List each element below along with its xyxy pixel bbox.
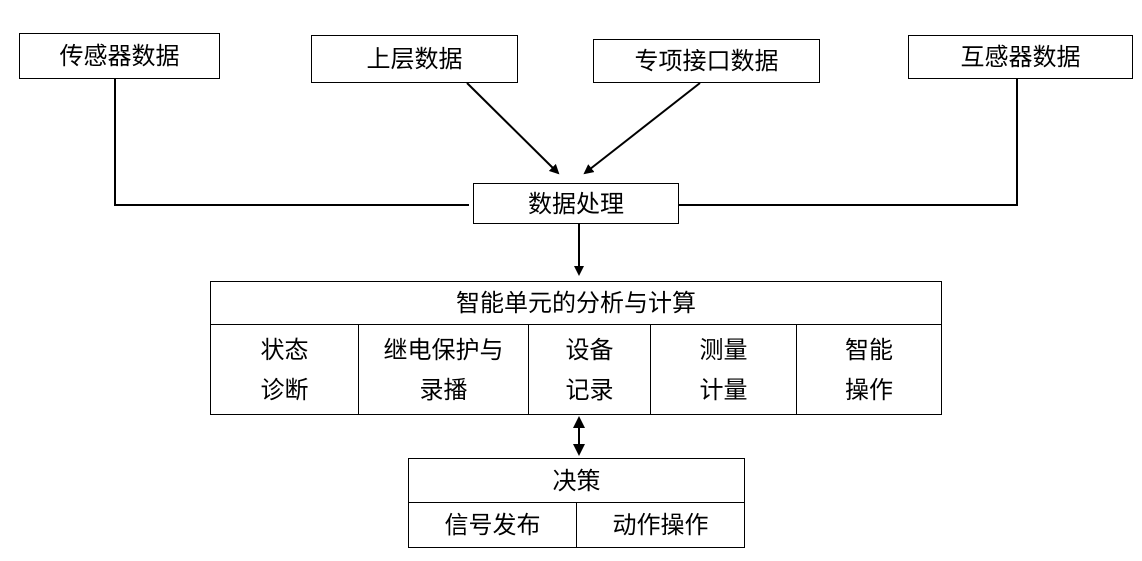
analysis-cell-relay-protection: 继电保护与 录播 [383, 335, 504, 404]
analysis-table: 智能单元的分析与计算 状态 诊断 继电保护与 录播 设备 记录 测量 计量 智能… [210, 281, 942, 415]
upper-layer-data-label: 上层数据 [366, 45, 463, 73]
upper-to-processing-arrow [466, 82, 560, 175]
sensor-connector-horizontal [114, 204, 469, 206]
decision-cell-action-operation: 动作操作 [612, 511, 709, 539]
analysis-cell-divider [650, 325, 651, 414]
decision-title: 决策 [552, 466, 601, 495]
data-processing-label: 数据处理 [528, 189, 624, 218]
bidirectional-arrowhead-up [573, 416, 585, 428]
sensor-connector-vertical [114, 79, 116, 205]
special-interface-data-label: 专项接口数据 [634, 47, 779, 75]
analysis-cell-divider [528, 325, 529, 414]
sensor-data-box: 传感器数据 [19, 33, 220, 79]
analysis-cell-status-diagnosis: 状态 诊断 [260, 335, 309, 404]
transformer-connector-horizontal [679, 204, 1018, 206]
analysis-title: 智能单元的分析与计算 [456, 289, 696, 317]
special-interface-data-box: 专项接口数据 [593, 39, 820, 83]
analysis-cell-measurement: 测量 计量 [699, 335, 748, 404]
analysis-title-divider [211, 324, 941, 325]
special-to-processing-arrow [583, 82, 701, 175]
upper-layer-data-box: 上层数据 [311, 35, 518, 83]
decision-cell-divider [576, 503, 577, 547]
data-processing-box: 数据处理 [473, 183, 679, 224]
analysis-cell-device-record: 设备 记录 [565, 335, 614, 404]
bidirectional-arrowhead-down [573, 444, 585, 456]
analysis-cell-smart-operation: 智能 操作 [845, 335, 893, 404]
analysis-cell-divider [358, 325, 359, 414]
transformer-data-label: 互感器数据 [960, 43, 1081, 71]
transformer-connector-vertical [1016, 79, 1018, 205]
sensor-data-label: 传感器数据 [59, 42, 180, 70]
decision-cell-signal-release: 信号发布 [444, 511, 541, 539]
decision-table: 决策 信号发布 动作操作 [408, 458, 745, 548]
decision-title-divider [409, 502, 744, 503]
analysis-cell-divider [796, 325, 797, 414]
transformer-data-box: 互感器数据 [908, 35, 1133, 79]
